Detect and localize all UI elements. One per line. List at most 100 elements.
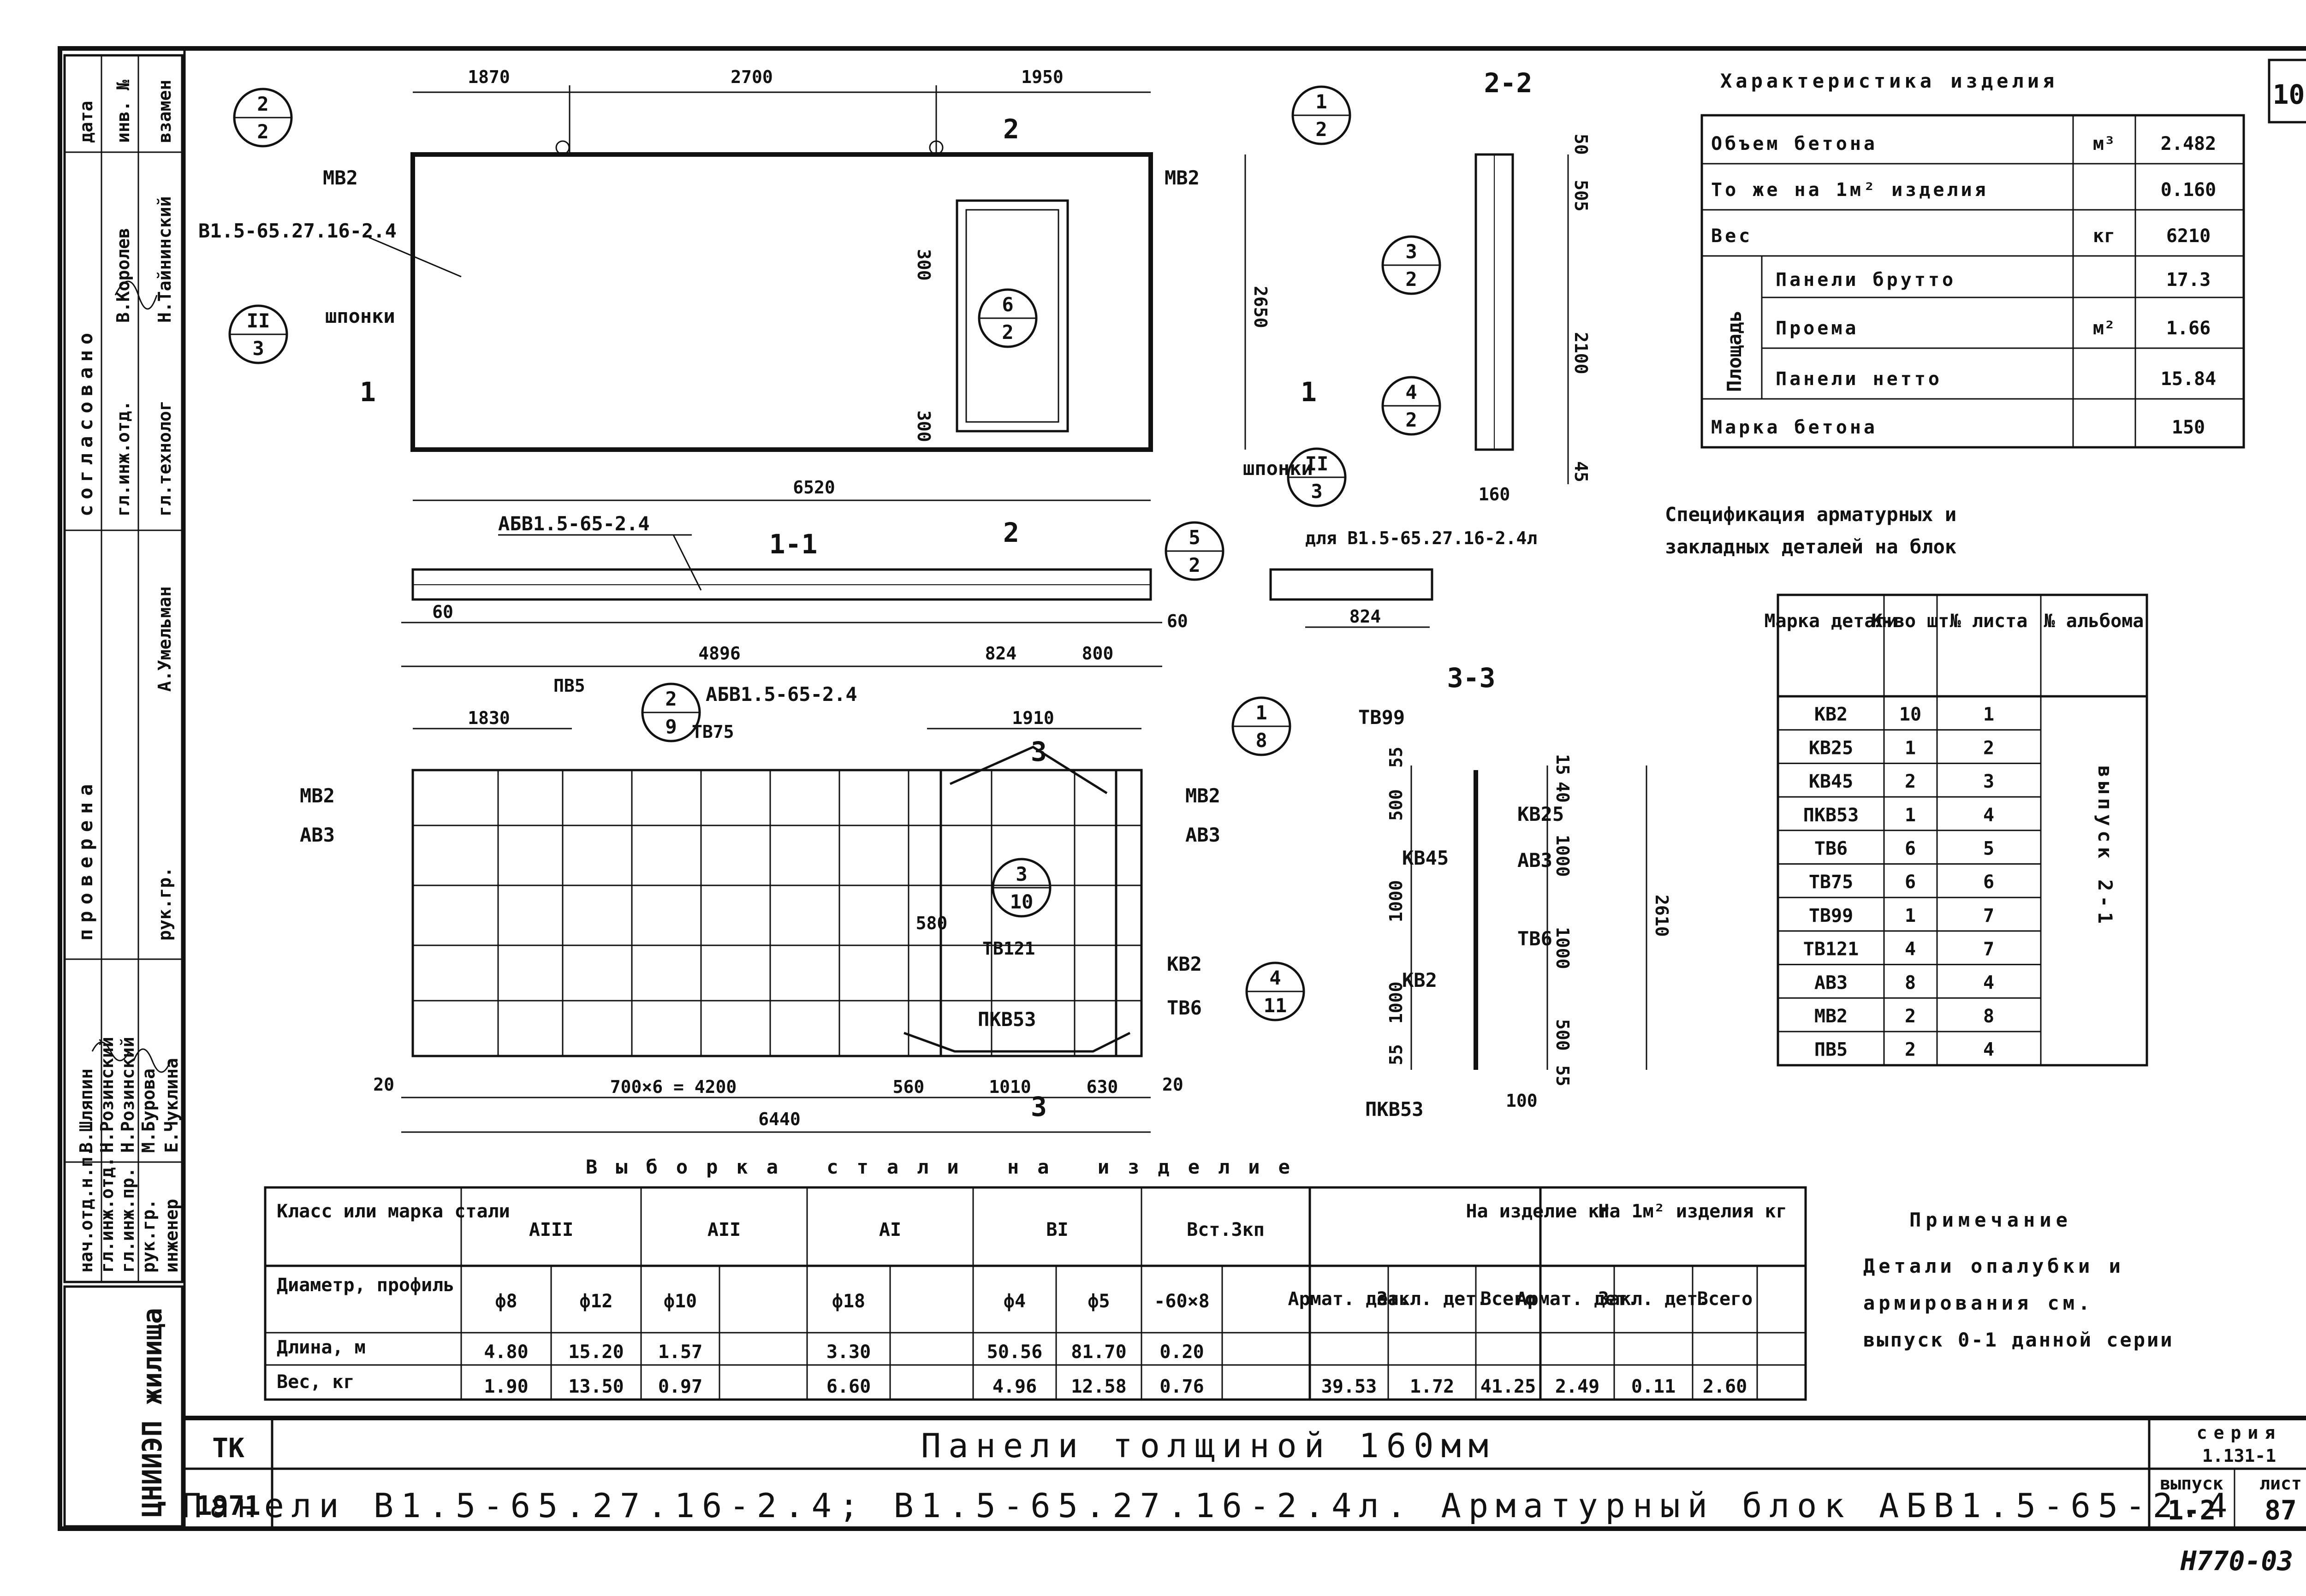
- stamp-role-5: инженер: [161, 1199, 182, 1273]
- dim-top-3: 1950: [1021, 67, 1064, 87]
- characteristics-table: Характеристика изделия Площадь Объем бет…: [1700, 70, 2245, 449]
- label-3: КВ45: [1402, 847, 1449, 869]
- total-item: 39.53: [1321, 1376, 1377, 1397]
- stamp-role-4: рук.гр.: [138, 1199, 159, 1273]
- steel-length: 50.56: [987, 1341, 1042, 1363]
- label-mb2-left: МВ2: [323, 166, 358, 189]
- callout-II-3-right: II 3: [1287, 447, 1347, 507]
- callout-top: 4: [1269, 967, 1281, 989]
- callout-bottom: 2: [1002, 321, 1013, 344]
- dim-bottom-5: 630: [1087, 1077, 1118, 1097]
- dim-opening-bottom: 300: [914, 410, 934, 442]
- dim-height: 2650: [1250, 286, 1271, 328]
- stamp-agreed-header: согласовано: [74, 327, 97, 516]
- label-keys-left: шпонки: [325, 305, 395, 327]
- stamp-agreed-role-1: гл.инж.отд.: [113, 400, 133, 516]
- spec-cell: 5: [1983, 838, 1994, 860]
- callout-2-2: 2 2: [233, 88, 293, 148]
- stamp-verified-header: проверена: [74, 777, 97, 941]
- callout-II-3-left: II 3: [228, 304, 288, 364]
- dim-bottom-4: 1010: [989, 1077, 1031, 1097]
- spec-header-3: № листа: [1950, 611, 2028, 632]
- callout-bottom: 10: [1010, 890, 1034, 913]
- series-value: 1.131-1: [2202, 1446, 2276, 1466]
- section-mark-2-top: 2: [1003, 113, 1019, 145]
- label-5: ТВ6: [1517, 927, 1552, 950]
- steel-diameter: -60×8: [1154, 1291, 1209, 1312]
- characteristics-title: Характеристика изделия: [1720, 70, 2058, 92]
- signature-mark-2: [133, 1048, 172, 1073]
- callout-bottom: 2: [1315, 118, 1327, 141]
- section-mark-1-left: 1: [360, 376, 376, 408]
- page-number-box: [2268, 59, 2306, 124]
- steel-weight: 4.96: [993, 1376, 1037, 1397]
- side-stamp: дата инв. № взамен согласовано гл.инж.от…: [63, 54, 184, 1283]
- section-1-1-title: 1-1: [769, 528, 818, 560]
- armature-block: АБВ1.5-65-2.4 1830 1910 20 700×6 = 4200 …: [300, 676, 1305, 1133]
- dim-bottom: 100: [1506, 1091, 1538, 1111]
- spec-cell: ПВ5: [1814, 1039, 1848, 1061]
- section-3-3: 3-3 ТВ99 КВ25 КВ45 АВ3 ТВ6 КВ2 ПКВ53 55 …: [1358, 662, 1672, 1121]
- dim-5: 60: [1167, 611, 1188, 631]
- section-2-2-title: 2-2: [1484, 67, 1533, 99]
- steel-class: АI: [879, 1219, 901, 1240]
- label-pkb53: ПКВ53: [978, 1008, 1036, 1031]
- spec-cell: 10: [1899, 704, 1921, 725]
- row-weight-label: Вес, кг: [277, 1371, 355, 1393]
- section-mark-2-bottom: 2: [1003, 517, 1019, 548]
- steel-subheader: Армат. дет.: [1288, 1288, 1410, 1310]
- sheet-label: лист: [2259, 1473, 2302, 1494]
- total-item: 1.72: [1410, 1376, 1454, 1397]
- note-block: Примечание Детали опалубки и армирования…: [1863, 1209, 2172, 1351]
- title-block: ТК 1971 Панели толщиной 160мм Панели В1.…: [182, 1416, 2306, 1529]
- total-m2: 2.60: [1703, 1376, 1747, 1397]
- spec-cell: 4: [1983, 805, 1994, 826]
- spec-cell: ПКВ53: [1803, 805, 1859, 826]
- char-value: 150: [2172, 417, 2205, 438]
- dim-right-3: 1000: [1552, 835, 1573, 877]
- steel-diameter: ф12: [579, 1291, 612, 1312]
- spec-cell: 8: [1905, 972, 1916, 993]
- stamp-agreed-role-2: гл.технолог: [155, 400, 175, 516]
- spec-cell: 1: [1905, 905, 1916, 926]
- spec-album: выпуск 2-1: [2094, 765, 2116, 928]
- callout-6-2: 6 2: [978, 288, 1038, 348]
- lifting-loop-2: [929, 140, 944, 155]
- callout-bottom: 2: [1189, 554, 1200, 576]
- total-m2: 2.49: [1555, 1376, 1599, 1397]
- spec-cell: ТВ75: [1809, 872, 1853, 893]
- char-unit: м³: [2093, 133, 2115, 154]
- stamp-agreed-name-1: В.Королев: [113, 228, 133, 323]
- stamp-agreed-name-2: Н.Тайнинский: [155, 196, 175, 323]
- spec-cell: 2: [1983, 737, 1994, 759]
- steel-weight: 0.97: [658, 1376, 702, 1397]
- spec-title-1: Спецификация арматурных и: [1665, 503, 1956, 526]
- callout-top: 2: [257, 93, 268, 115]
- dim-top-2: 2700: [731, 67, 773, 87]
- stamp-name-5: Е.Чуклина: [161, 1058, 182, 1153]
- callout-top: 6: [1002, 293, 1013, 316]
- steel-weight: 13.50: [568, 1376, 624, 1397]
- label-tb75: ТВ75: [692, 722, 734, 742]
- spec-cell: АВ3: [1814, 972, 1848, 993]
- stamp-verified-role: рук.гр.: [155, 867, 175, 941]
- steel-length: 81.70: [1071, 1341, 1126, 1363]
- char-name: Объем бетона: [1711, 133, 1878, 154]
- label-panel: В1.5-65.27.16-2.4: [198, 220, 397, 242]
- stamp-role-2: гл.инж.отд.: [97, 1157, 117, 1273]
- spec-cell: ТВ121: [1803, 939, 1859, 960]
- spec-cell: 3: [1983, 771, 1994, 792]
- dim-opening-top: 300: [914, 249, 934, 281]
- window-opening-inner: [965, 209, 1059, 423]
- section-3-3-title: 3-3: [1447, 662, 1496, 694]
- callout-4-2: 4 2: [1381, 376, 1441, 436]
- spec-cell: 2: [1905, 771, 1916, 792]
- steel-subheader: Закл. дет.: [1377, 1288, 1488, 1310]
- dim-bottom-1: 20: [373, 1074, 394, 1095]
- dim-left-4: 1000: [1386, 981, 1406, 1024]
- steel-diameter: ф10: [664, 1291, 697, 1312]
- label-pb5: ПВ5: [553, 676, 585, 696]
- spec-header-4: № альбома: [2044, 611, 2144, 632]
